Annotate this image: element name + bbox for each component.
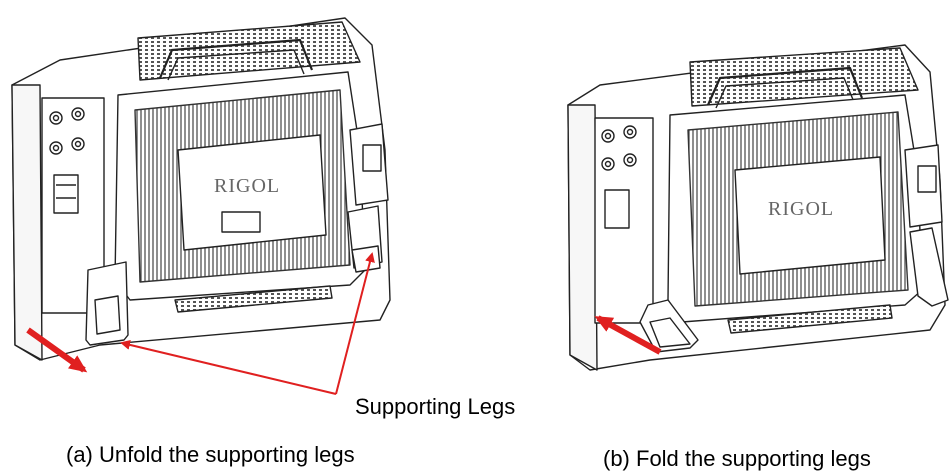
- pointer-to-right-leg: [335, 252, 375, 395]
- leg-right-folded-b: [909, 227, 949, 307]
- leg-right-unfolded-a: [347, 205, 383, 273]
- caption-fold: (b) Fold the supporting legs: [603, 446, 871, 471]
- callout-arrows: [26, 252, 662, 395]
- supporting-legs-label: Supporting Legs: [355, 394, 516, 419]
- fold-direction-arrow: [594, 315, 662, 355]
- oscilloscope-rear-folded: RIGOL: [567, 44, 949, 371]
- leg-left-unfolded-a: [85, 261, 129, 346]
- unfold-direction-arrow: [26, 327, 88, 373]
- brand-logo-a: RIGOL: [214, 175, 280, 197]
- caption-unfold: (a) Unfold the supporting legs: [66, 442, 355, 467]
- leg-left-folded-b: [639, 299, 699, 353]
- pointer-to-left-leg: [120, 339, 337, 395]
- brand-logo-b: RIGOL: [768, 198, 834, 220]
- oscilloscope-rear-unfolded: RIGOL: [11, 17, 391, 361]
